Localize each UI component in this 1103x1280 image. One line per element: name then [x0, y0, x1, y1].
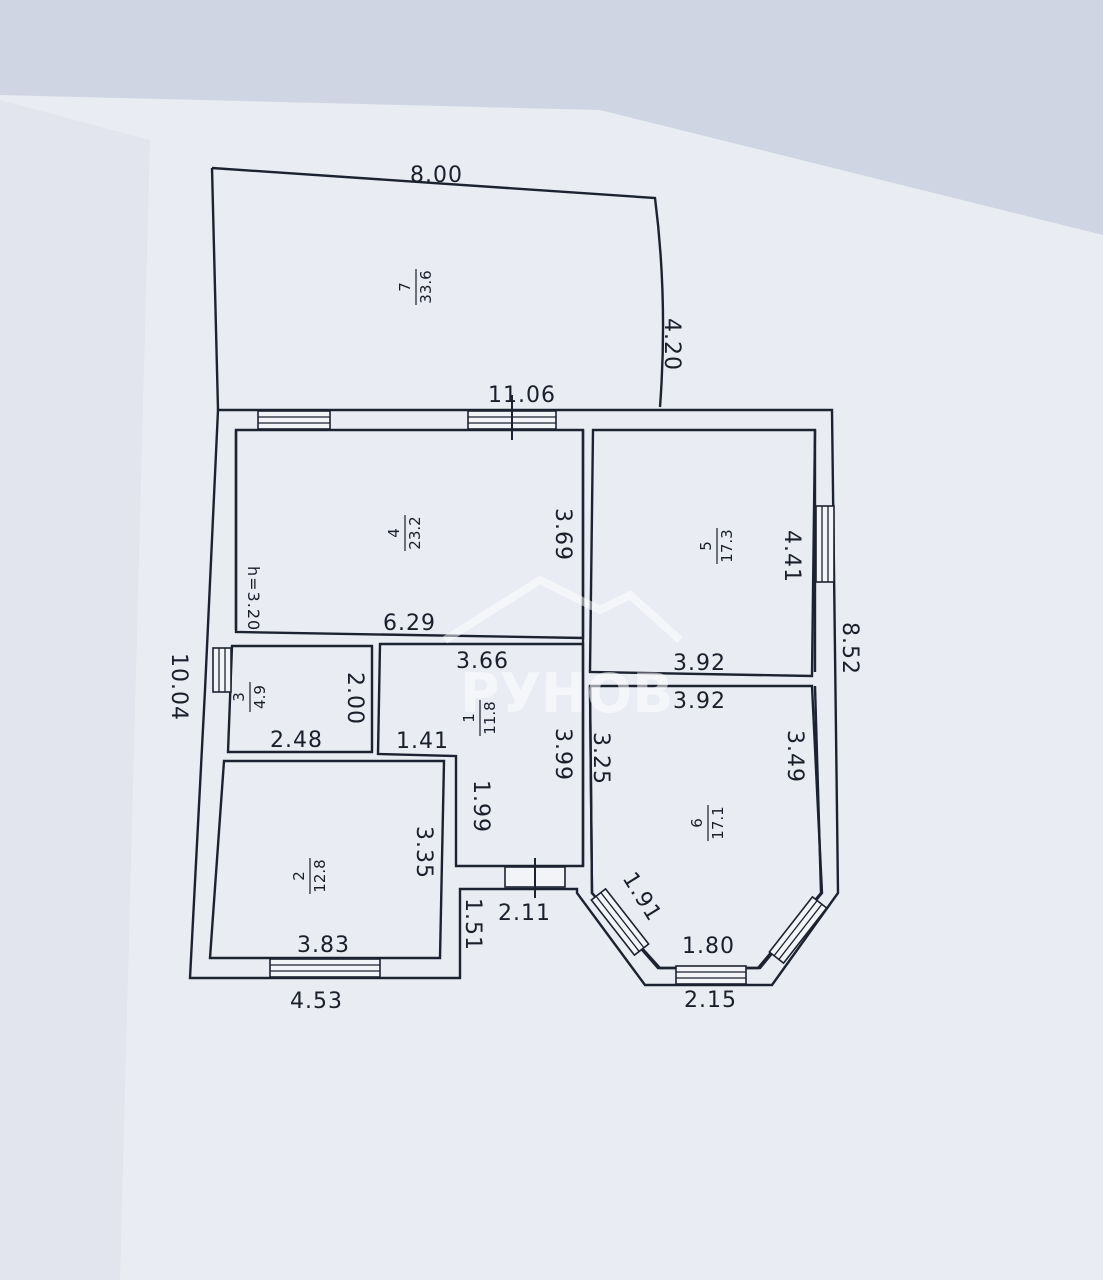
window-room6-bottom: [675, 965, 747, 985]
dim-entrance-depth: 1.51: [460, 898, 485, 951]
dim-front-width: 4.53: [290, 989, 343, 1014]
room-3-outline: [226, 644, 374, 754]
window-room6-right-diag: [768, 895, 828, 965]
dim-right-depth: 8.52: [837, 622, 862, 675]
room-3-number: 3: [230, 692, 248, 702]
window-room2: [269, 958, 381, 978]
paper-shadow: [0, 100, 150, 1280]
room-3-area: 4.9: [251, 685, 269, 709]
dim-entrance-width: 2.11: [498, 901, 551, 926]
dim-room3-width: 2.48: [270, 728, 323, 753]
dim-terrace-depth: 4.20: [659, 318, 684, 371]
paper-sheet: [0, 95, 1103, 1280]
room-label-5: 5 17.3: [697, 528, 736, 564]
room-2-area: 12.8: [311, 859, 329, 892]
dim-hall-depth: 3.99: [550, 728, 575, 781]
dim-room2-depth: 3.35: [411, 826, 436, 879]
watermark-text: РУНОВ: [460, 662, 673, 725]
dim-terrace-width: 8.00: [410, 163, 463, 188]
room-label-1: 1 11.8: [460, 700, 499, 736]
room-2-number: 2: [290, 871, 308, 881]
room-6-area: 17.1: [709, 806, 727, 839]
dim-room5-width: 3.92: [673, 651, 726, 676]
dim-room6-bottom-inner: 1.80: [682, 934, 735, 959]
room-label-3: 3 4.9: [230, 682, 269, 712]
dim-room6-bottom-outer: 2.15: [684, 988, 737, 1013]
room-1-number: 1: [460, 713, 478, 723]
room-4-area: 23.2: [406, 516, 424, 549]
room-4-number: 4: [385, 528, 403, 538]
window-room4-left: [257, 410, 331, 430]
room-6-outline: [588, 684, 824, 970]
dim-room6-width-top: 3.92: [673, 689, 726, 714]
room-1-area: 11.8: [481, 701, 499, 734]
room-5-area: 17.3: [718, 529, 736, 562]
room-label-7: 7 33.6: [396, 269, 435, 305]
room-1-outline: [376, 642, 585, 868]
dim-room4-width: 6.29: [383, 611, 436, 636]
dim-room6-depth-right: 3.49: [782, 730, 807, 783]
window-room3: [212, 647, 232, 693]
watermark: РУНОВ: [442, 575, 683, 725]
dim-room5-depth: 4.41: [779, 530, 804, 583]
room-6-number: 6: [688, 818, 706, 828]
dim-room2-width: 3.83: [297, 933, 350, 958]
room-5-number: 5: [697, 541, 715, 551]
dim-room3-depth: 2.00: [342, 672, 367, 725]
room-7-area: 33.6: [417, 270, 435, 303]
room-label-2: 2 12.8: [290, 858, 329, 894]
room-4-outline: [234, 428, 585, 640]
window-room6-left-diag: [590, 887, 650, 957]
outer-wall: [188, 408, 840, 987]
dim-house-depth: 10.04: [166, 653, 191, 721]
dim-room4-depth: 3.69: [550, 508, 575, 561]
dim-room6-depth-left: 3.25: [588, 732, 613, 785]
room-2-outline: [208, 759, 446, 960]
terrace-outline: [210, 166, 665, 411]
room-5-outline: [588, 428, 817, 678]
window-room5: [815, 505, 835, 583]
room-label-4: 4 23.2: [385, 515, 424, 551]
room-label-6: 6 17.1: [688, 805, 727, 841]
dim-house-width: 11.06: [488, 383, 556, 408]
dim-ceiling-height: h=3.20: [244, 566, 263, 631]
dim-hall-step: 1.41: [396, 729, 449, 754]
dim-hall-lower-depth: 1.99: [468, 780, 493, 833]
room-7-number: 7: [396, 282, 414, 292]
dim-hall-width: 3.66: [456, 649, 509, 674]
